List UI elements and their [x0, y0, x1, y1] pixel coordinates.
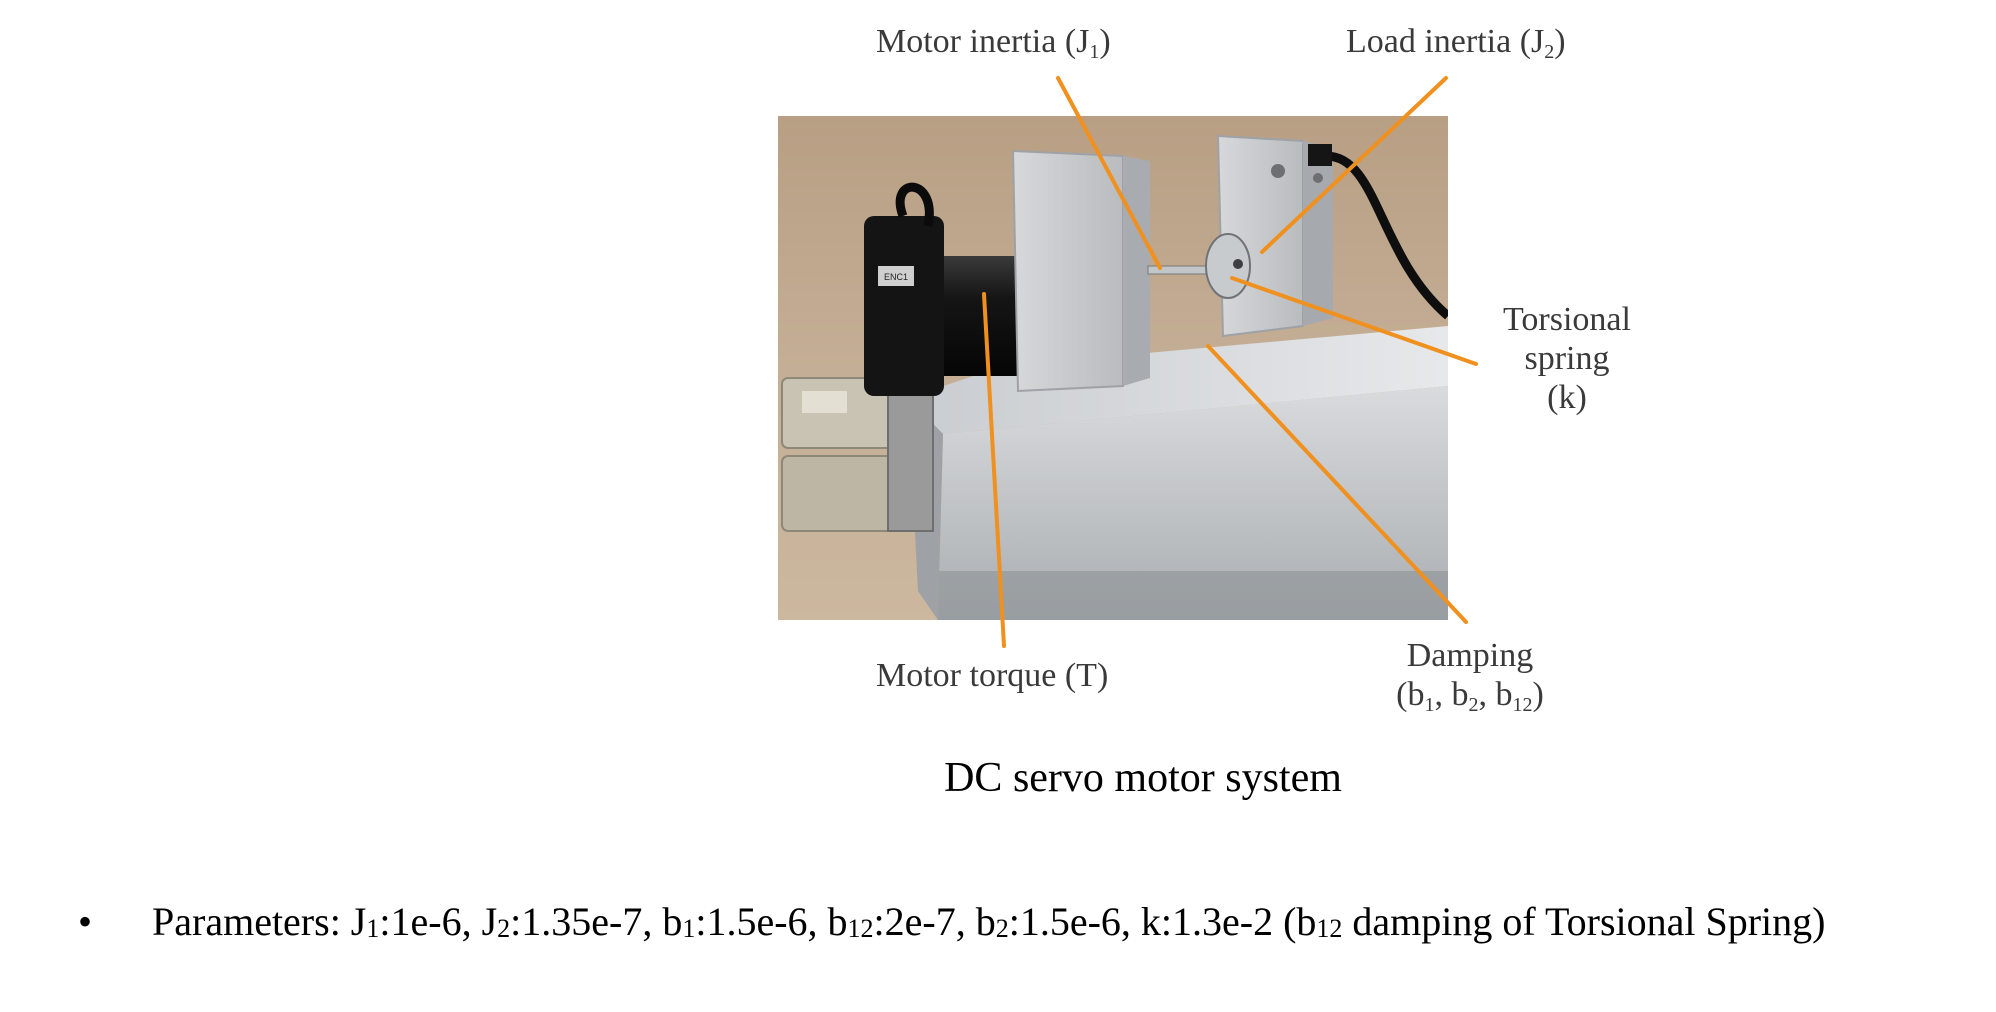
damping-label: Damping (b1, b2, b12): [1396, 637, 1544, 717]
connector-plug: [887, 375, 934, 532]
encoder-tag: ENC1: [884, 272, 908, 282]
param-text-part: Parameters: J: [152, 899, 367, 944]
param-subscript: 12: [1316, 914, 1343, 943]
load-plate-hole: [1271, 164, 1285, 178]
param-text-part: :2e-7, b: [873, 899, 996, 944]
motor-plate: [1011, 149, 1124, 393]
motor-plate-side: [1123, 156, 1150, 386]
dc-servo-motor-photo: ENC1: [778, 116, 1448, 620]
param-subscript: 1: [682, 914, 696, 943]
param-subscript: 2: [995, 914, 1009, 943]
param-subscript: 1: [366, 914, 380, 943]
caption-text: DC servo motor system: [944, 755, 1342, 801]
param-subscript: 12: [847, 914, 874, 943]
param-text-part: damping of Torsional Spring): [1342, 899, 1826, 944]
encoder-tag-bg: [878, 266, 914, 286]
load-inertia-label: Load inertia (J2): [1346, 23, 1566, 63]
bullet-symbol: •: [78, 899, 93, 944]
parameters-text: Parameters: J1:1e-6, J2:1.35e-7, b1:1.5e…: [152, 898, 1932, 946]
encoder-cable: [895, 182, 934, 227]
param-text-part: :1.35e-7, b: [510, 899, 683, 944]
param-subscript: 2: [497, 914, 511, 943]
motor-inertia-label: Motor inertia (J1): [876, 23, 1111, 63]
base-front-shadow: [938, 571, 1448, 620]
motor-torque-label: Motor torque (T): [876, 657, 1109, 694]
coupling-screw: [1233, 259, 1243, 269]
encoder-block: [864, 216, 944, 396]
coupling: [1205, 233, 1251, 299]
param-text-part: :1.5e-6, k:1.3e-2 (b: [1008, 899, 1317, 944]
torsional-spring-label: Torsional spring (k): [1503, 301, 1631, 417]
connector-slot: [802, 391, 847, 413]
param-text-part: :1.5e-6, b: [695, 899, 848, 944]
figure-caption: DC servo motor system: [0, 754, 1996, 802]
load-plate-hole-2: [1313, 173, 1323, 183]
load-plate-side: [1303, 141, 1333, 326]
param-text-part: :1e-6, J: [379, 899, 498, 944]
right-connector: [1308, 144, 1332, 166]
